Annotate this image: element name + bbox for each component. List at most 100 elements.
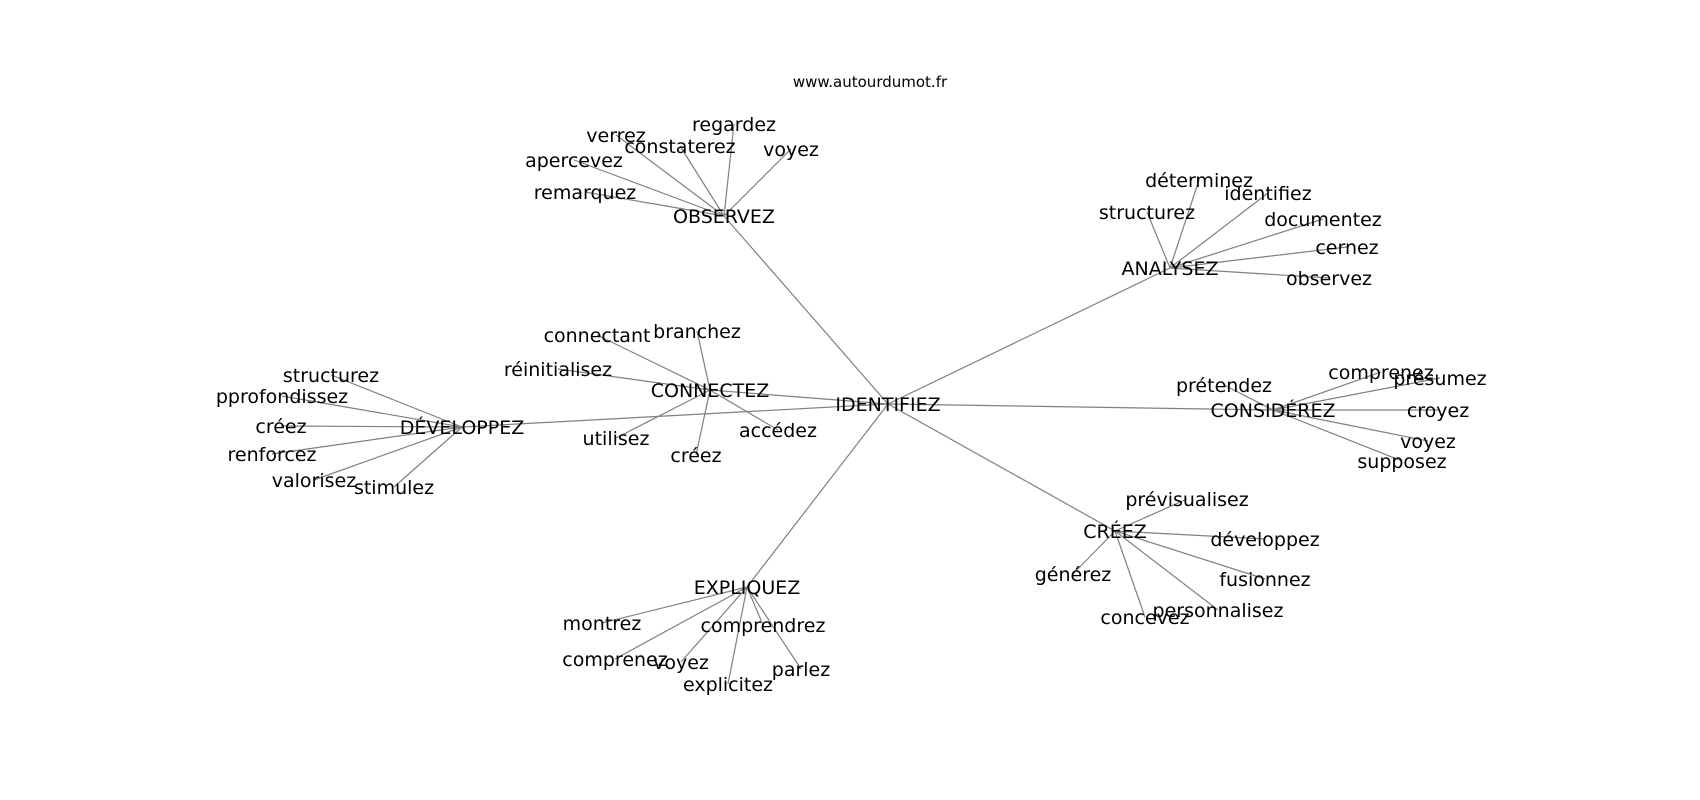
hub-node: DÉVELOPPEZ <box>400 416 524 439</box>
labels: www.autourdumot.fr IDENTIFIEZ OBSERVEZ ver… <box>216 73 1487 696</box>
edge-hub-leaf <box>723 123 735 217</box>
hub-node: CONNECTEZ <box>651 380 770 402</box>
hub-node: OBSERVEZ <box>673 206 775 228</box>
leaf-node: renforcez <box>228 444 317 466</box>
leaf-node: cernez <box>1315 237 1378 259</box>
edge-hub-leaf <box>615 134 725 217</box>
edges <box>271 123 1441 685</box>
leaf-node: verrez <box>586 125 645 147</box>
leaf-node: comprenez <box>562 649 667 671</box>
edge-hub-leaf <box>573 159 725 217</box>
leaf-node: documentez <box>1264 209 1382 231</box>
edge-hub-leaf <box>280 425 463 428</box>
edge-hub-leaf <box>1223 384 1274 411</box>
edge-hub-leaf <box>601 586 748 624</box>
edge-hub-leaf <box>1114 530 1219 611</box>
leaf-node: montrez <box>563 613 642 635</box>
center-node: IDENTIFIEZ <box>835 394 940 416</box>
leaf-node: présumez <box>1393 368 1486 390</box>
edge-hub-leaf <box>1072 530 1116 575</box>
edge-hub-leaf <box>746 586 802 670</box>
edge-hub-leaf <box>1114 530 1266 540</box>
hub-node: CONSIDÉREZ <box>1211 399 1336 422</box>
hub-node: CRÉEZ <box>1083 520 1147 543</box>
edge-hub-leaf <box>1169 246 1348 269</box>
leaf-node: personnalisez <box>1153 600 1284 622</box>
edge-hub-leaf <box>696 330 711 391</box>
leaf-node: créez <box>255 416 306 438</box>
leaf-node: croyez <box>1407 400 1469 422</box>
edge-hub-leaf <box>1114 498 1188 532</box>
leaf-node: voyez <box>1400 431 1456 453</box>
edge-center-hub <box>461 403 889 428</box>
leaf-node: créez <box>670 445 721 467</box>
edge-hub-leaf <box>557 368 711 391</box>
edge-hub-leaf <box>271 426 463 455</box>
edge-hub-leaf <box>330 374 463 428</box>
leaf-node: structurez <box>1099 202 1195 224</box>
edge-center-hub <box>887 403 1116 532</box>
hub-node: ANALYSEZ <box>1122 258 1219 280</box>
leaf-node: supposez <box>1357 451 1446 473</box>
hub-node: EXPLIQUEZ <box>694 577 801 599</box>
edge-hub-leaf <box>1272 377 1441 411</box>
edge-hub-leaf <box>723 148 792 217</box>
edge-center-hub <box>887 403 1274 411</box>
leaf-node: identifiez <box>1224 183 1311 205</box>
edge-hub-leaf <box>1169 267 1330 279</box>
edge-hub-leaf <box>615 389 711 439</box>
edge-center-hub <box>709 389 889 405</box>
leaf-node: observez <box>1286 268 1372 290</box>
edge-hub-leaf <box>1272 409 1403 462</box>
edge-center-hub <box>746 403 889 588</box>
edge-hub-leaf <box>746 586 764 626</box>
edge-hub-leaf <box>393 426 463 488</box>
edge-hub-leaf <box>281 395 463 428</box>
leaf-node: parlez <box>772 659 830 681</box>
leaf-node: connectant <box>544 325 651 347</box>
leaf-node: regardez <box>692 114 776 136</box>
edge-hub-leaf <box>614 586 748 660</box>
leaf-node: comprendrez <box>701 615 826 637</box>
leaf-node: déterminez <box>1145 170 1253 192</box>
edge-hub-leaf <box>679 145 725 217</box>
site-title: www.autourdumot.fr <box>793 73 948 91</box>
leaf-node: apercevez <box>525 150 623 172</box>
edge-center-hub <box>887 267 1171 405</box>
edge-hub-leaf <box>709 389 779 431</box>
edge-hub-leaf <box>695 389 711 456</box>
edge-hub-leaf <box>1169 218 1324 269</box>
leaf-node: fusionnez <box>1219 569 1310 591</box>
leaf-node: remarquez <box>534 182 637 204</box>
leaf-node: réinitialisez <box>504 359 612 381</box>
leaf-node: concevez <box>1100 607 1189 629</box>
leaf-node: prétendez <box>1176 375 1272 397</box>
edge-hub-leaf <box>596 334 711 391</box>
leaf-node: générez <box>1035 564 1112 586</box>
leaf-node: structurez <box>283 365 379 387</box>
leaf-node: valorisez <box>272 470 356 492</box>
leaf-node: voyez <box>763 139 819 161</box>
leaf-node: branchez <box>653 321 741 343</box>
leaf-node: pprofondissez <box>216 386 348 408</box>
leaf-node: prévisualisez <box>1125 489 1248 511</box>
edge-hub-leaf <box>1169 192 1269 269</box>
leaf-node: utilisez <box>583 428 650 450</box>
edge-hub-leaf <box>584 191 725 217</box>
leaf-node: voyez <box>653 652 709 674</box>
edge-hub-leaf <box>727 586 748 685</box>
edge-hub-leaf <box>313 426 463 481</box>
leaf-node: accédez <box>739 420 817 442</box>
edge-hub-leaf <box>680 586 748 663</box>
edge-center-hub <box>723 215 889 405</box>
leaf-node: stimulez <box>354 477 434 499</box>
leaf-node: constaterez <box>624 136 735 158</box>
edge-hub-leaf <box>1272 409 1429 442</box>
edge-hub-leaf <box>1114 530 1146 618</box>
edge-hub-leaf <box>1169 179 1200 269</box>
leaf-node: explicitez <box>683 674 773 696</box>
leaf-node: comprenez <box>1328 362 1433 384</box>
leaf-node: développez <box>1210 529 1319 551</box>
edge-hub-leaf <box>1114 530 1266 580</box>
